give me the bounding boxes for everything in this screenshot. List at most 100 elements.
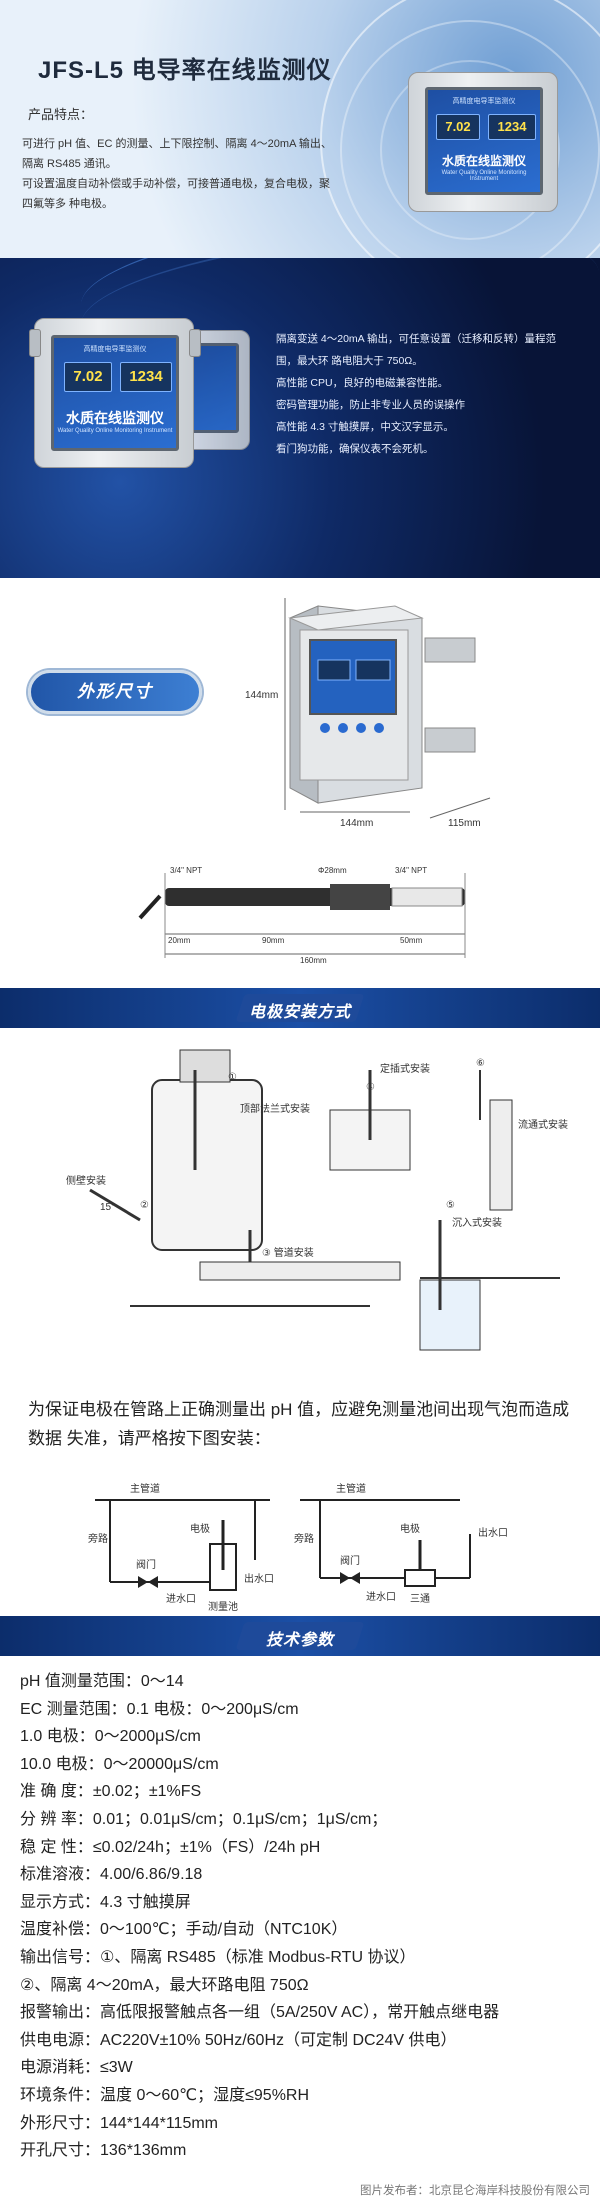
label-angle: 15°: [100, 1202, 116, 1213]
feature-list: 可进行 pH 值、EC 的测量、上下限控制、隔离 4～20mA 输出、 隔离 R…: [22, 134, 382, 214]
pipe-outlet: 出水口: [244, 1574, 274, 1585]
feature-line: 可进行 pH 值、EC 的测量、上下限控制、隔离 4～20mA 输出、: [22, 138, 332, 150]
mount-clamp: [189, 329, 201, 357]
feature-line: 高性能 CPU，良好的电磁兼容性能。: [276, 377, 449, 389]
label-n2: ②: [140, 1200, 149, 1211]
reading-ph: 7.02: [436, 114, 480, 140]
spec-line: pH 值测量范围：0～14: [20, 1673, 184, 1690]
screen-title: 高精度电导率监测仪: [83, 346, 147, 353]
hero-section: JFS-L5 电导率在线监测仪 产品特点： 可进行 pH 值、EC 的测量、上下…: [0, 0, 600, 258]
pipe-electrode-2: 电极: [400, 1524, 420, 1535]
dim-diameter: Φ28mm: [318, 866, 347, 875]
image-credit: 图片发布者：北京昆仑海岸科技股份有限公司: [360, 2185, 590, 2197]
screen-caption: 水质在线监测仪: [66, 410, 164, 426]
spec-line: 显示方式：4.3 寸触摸屏: [20, 1893, 191, 1911]
spec-header: 技术参数: [0, 1616, 600, 1656]
dimensions-section: 外形尺寸: [0, 578, 600, 988]
dim-len-c: 50mm: [400, 936, 423, 945]
device-image: 高精度电导率监测仪 7.02 1234 水质在线监测仪 Water Qualit…: [408, 72, 558, 212]
install-diagram: 顶部法兰式安装 侧壁安装 15° ③ 管道安装 定插式安装 流通式安装 沉入式安…: [0, 1030, 600, 1370]
install-header: 电极安装方式: [0, 988, 600, 1028]
feature-list-2: 隔离变送 4～20mA 输出，可任意设置（迁移和反转）量程范 围，最大环 路电阻…: [276, 328, 586, 460]
label-n6: ⑥: [476, 1058, 485, 1069]
label-n4: ④: [366, 1082, 375, 1093]
dim-len-total: 160mm: [300, 956, 327, 965]
pipe-cell: 测量池: [208, 1602, 238, 1613]
device-dimension-drawing: [138, 598, 491, 958]
feature-line: 隔离变送 4～20mA 输出，可任意设置（迁移和反转）量程范: [276, 333, 557, 345]
dim-npt-left: 3/4" NPT: [170, 866, 203, 875]
dim-len-a: 20mm: [168, 936, 191, 945]
screen-title: 高精度电导率监测仪: [452, 98, 516, 105]
screen-caption-en: Water Quality Online Monitoring Instrume…: [57, 428, 173, 434]
dimensions-badge: 外形尺寸: [28, 670, 202, 714]
label-pipe: ③ 管道安装: [262, 1248, 314, 1259]
dim-len-b: 90mm: [262, 936, 285, 945]
spec-line: 电源消耗：≤3W: [20, 2059, 133, 2077]
reading-ec: 1234: [120, 362, 172, 392]
pipe-bypass-2: 旁路: [294, 1534, 314, 1545]
dim-depth: 115mm: [448, 818, 481, 829]
feature-line: 围，最大环 路电阻大于 750Ω。: [276, 355, 423, 367]
pipe-inlet-2: 进水口: [366, 1592, 396, 1603]
label-fixed: 定插式安装: [380, 1064, 430, 1075]
page-title: JFS-L5 电导率在线监测仪: [38, 57, 332, 84]
spec-line: 准 确 度：±0.02；±1%FS: [20, 1783, 202, 1801]
dim-npt-right: 3/4" NPT: [395, 866, 428, 875]
feature-line: 可设置温度自动补偿或手动补偿，可接普通电极，复合电极，聚: [22, 178, 330, 190]
device-screen: 高精度电导率监测仪 7.02 1234 水质在线监测仪 Water Qualit…: [51, 335, 179, 451]
label-n5: ⑤: [446, 1200, 455, 1211]
pipe-valve-2: 阀门: [340, 1556, 360, 1567]
spec-line: 1.0 电极：0～2000μS/cm: [20, 1728, 201, 1746]
reading-ec: 1234: [488, 114, 536, 140]
dim-height: 144mm: [245, 690, 279, 701]
pipe-tee: 三通: [410, 1594, 430, 1605]
spec-line: 外形尺寸：144*144*115mm: [20, 2114, 219, 2132]
spec-line: 报警输出：高低限报警触点各一组（5A/250V AC），常开触点继电器: [20, 2004, 500, 2022]
label-flow: 流通式安装: [518, 1120, 568, 1131]
spec-line: 输出信号：①、隔离 RS485（标准 Modbus-RTU 协议）: [20, 1948, 416, 1966]
spec-line: 10.0 电极：0～20000μS/cm: [20, 1755, 219, 1773]
pipe-outlet-2: 出水口: [478, 1528, 508, 1539]
pipe-main: 主管道: [130, 1484, 160, 1495]
label-side: 侧壁安装: [66, 1176, 106, 1187]
mount-clamp: [29, 329, 41, 357]
label-flange: 顶部法兰式安装: [240, 1104, 310, 1115]
feature-line: 隔离 RS485 通讯。: [22, 158, 117, 170]
pipe-bypass: 旁路: [88, 1534, 108, 1545]
pipe-drawing: [95, 1499, 471, 1591]
feature-line: 高性能 4.3 寸触摸屏，中文汉字显示。: [276, 421, 454, 433]
spec-line: 分 辨 率：0.01；0.01μS/cm；0.1μS/cm；1μS/cm；: [20, 1810, 388, 1828]
pipe-main-2: 主管道: [336, 1484, 366, 1495]
feature-line: 密码管理功能，防止非专业人员的误操作: [276, 399, 465, 411]
spec-line: 温度补偿：0～100℃；手动/自动（NTC10K）: [20, 1921, 348, 1939]
decor-swirl: [320, 0, 600, 258]
spec-line: 稳 定 性：≤0.02/24h；±1%（FS）/24h pH: [20, 1838, 321, 1856]
spec-line: ②、隔离 4～20mA，最大环路电阻 750Ω: [20, 1976, 309, 1994]
spec-line: 环境条件：温度 0～60℃；湿度≤95%RH: [20, 2086, 310, 2104]
device-image: 高精度电导率监测仪 7.02 1234 水质在线监测仪 Water Qualit…: [29, 318, 201, 468]
spec-line: 开孔尺寸：136*136mm: [20, 2142, 187, 2160]
label-immersion: 沉入式安装: [452, 1218, 502, 1229]
pipe-valve: 阀门: [136, 1560, 156, 1571]
spec-line: EC 测量范围：0.1 电极：0～200μS/cm: [20, 1700, 299, 1718]
decor-swirl: [380, 60, 560, 240]
install-header-title: 电极安装方式: [248, 1004, 351, 1021]
reading-ph: 7.02: [64, 362, 112, 392]
spec-line: 标准溶液：4.00/6.86/9.18: [20, 1866, 203, 1884]
device-screen: 高精度电导率监测仪 7.02 1234 水质在线监测仪 Water Qualit…: [425, 87, 543, 195]
decor-swirl: [340, 20, 600, 258]
feature-line: 看门狗功能，确保仪表不会死机。: [276, 443, 434, 455]
spec-line: 供电电源：AC220V±10% 50Hz/60Hz（可定制 DC24V 供电）: [20, 2031, 457, 2049]
features-label: 产品特点：: [28, 107, 94, 122]
screen-caption: 水质在线监测仪: [441, 154, 526, 168]
label-n1: ①: [228, 1072, 237, 1083]
install-drawing: [89, 1049, 560, 1351]
feature-line: 四氟等多 种电极。: [22, 198, 114, 210]
dim-width: 144mm: [340, 818, 374, 829]
pipe-diagram: 主管道 旁路 阀门 进水口 电极 出水口 测量池 主管道 旁路 电极 阀门 进水…: [0, 1460, 600, 1630]
pipe-inlet: 进水口: [166, 1594, 196, 1605]
spec-header-title: 技术参数: [265, 1632, 334, 1649]
screen-caption-en: Water Quality Online Monitoring Instrume…: [441, 170, 527, 182]
